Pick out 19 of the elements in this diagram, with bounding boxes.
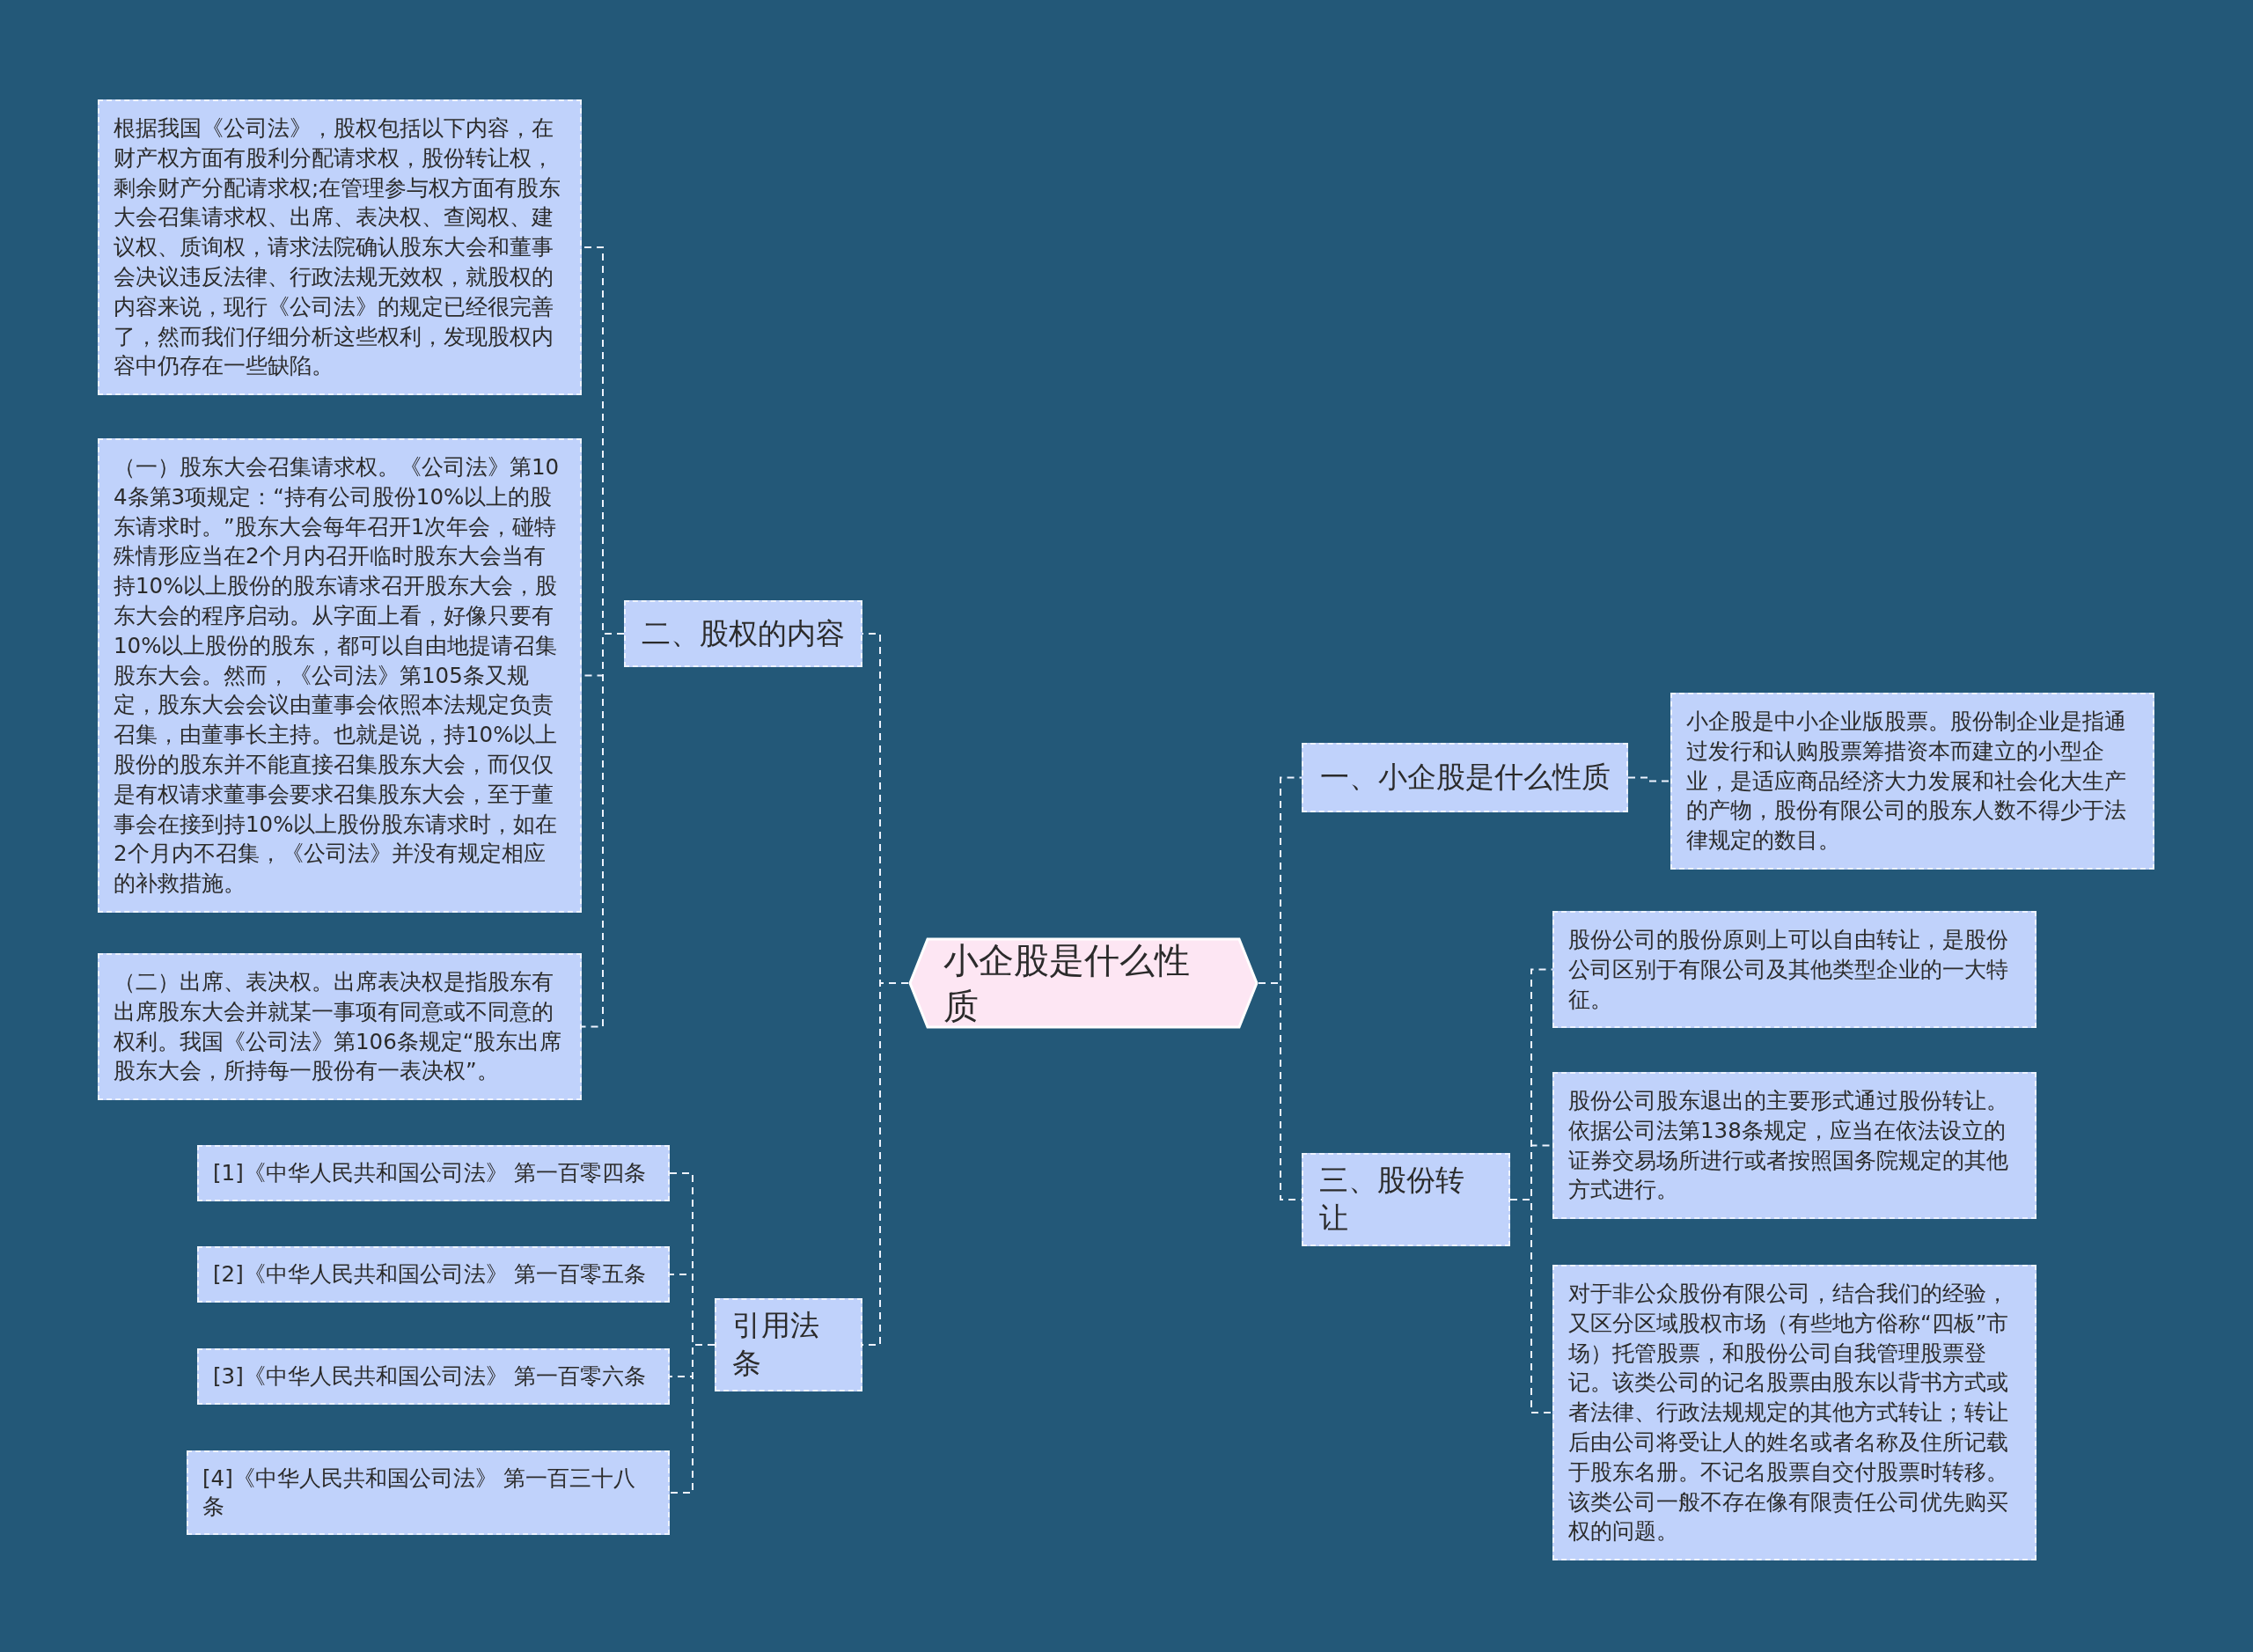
topic-box: 三、股份转让 xyxy=(1302,1153,1510,1246)
reference-box: [3]《中华人民共和国公司法》 第一百零六条 xyxy=(197,1348,670,1405)
note-box: （二）出席、表决权。出席表决权是指股东有出席股东大会并就某一事项有同意或不同意的权利。我国《公司法》第106条规定“股东出席股东大会，所持每一股份有一表决权”。 xyxy=(98,953,582,1101)
reference-box: [4]《中华人民共和国公司法》 第一百三十八条 xyxy=(187,1450,670,1535)
note-box: 对于非公众股份有限公司，结合我们的经验，又区分区域股权市场（有些地方俗称“四板”市场）托管股票，和股份公司自我管理股票登记。该类公司的记名股票由股东以背书方式或者法律、行政法规规定的其他方式转让；转让后由公司将受让人的姓名或者名称及住所记载于股东名册。不记名股票自交付股票时转移。该类公司一般不存在像有限责任公司优先购买权的问题。 xyxy=(1552,1265,2037,1561)
topic-box: 二、股权的内容 xyxy=(624,600,862,667)
note-box: （一）股东大会召集请求权。《公司法》第104条第3项规定：“持有公司股份10%以上的股东请求时。”股东大会每年召开1次年会，碰特殊情形应当在2个月内召开临时股东大会当有持10%以上股份的股东请求召开股东大会，股东大会的程序启动。从字面上看，好像只要有10%以上股份的股东，都可以自由地提请召集股东大会。然而，《公司法》第105条又规定，股东大会会议由董事会依照本法规定负责召集，由董事长主持。也就是说，持10%以上股份的股东并不能直接召集股东大会，而仅仅是有权请求董事会要求召集股东大会，至于董事会在接到持10%以上股份股东请求时，如在2个月内不召集，《公司法》并没有规定相应的补救措施。 xyxy=(98,438,582,913)
topic-box: 引用法条 xyxy=(715,1298,862,1391)
connector-line xyxy=(1509,1199,1553,1413)
note-box: 股份公司股东退出的主要形式通过股份转让。依据公司法第138条规定，应当在依法设立的证券交易场所进行或者按照国务院规定的其他方式进行。 xyxy=(1552,1072,2037,1220)
note-box: 股份公司的股份原则上可以自由转让，是股份公司区别于有限公司及其他类型企业的一大特征。 xyxy=(1552,911,2037,1029)
note-box: 根据我国《公司法》，股权包括以下内容，在财产权方面有股利分配请求权，股份转让权，剩余财产分配请求权;在管理参与权方面有股东大会召集请求权、出席、表决权、查阅权、建议权、质询权，请求法院确认股东大会和董事会决议违反法律、行政法规无效权，就股权的内容来说，现行《公司法》的规定已经很完善了，然而我们仔细分析这些权利，发现股权内容中仍存在一些缺陷。 xyxy=(98,99,582,396)
connector-line xyxy=(1627,776,1671,782)
topic-box: 一、小企股是什么性质 xyxy=(1302,743,1628,812)
reference-box: [2]《中华人民共和国公司法》 第一百零五条 xyxy=(197,1246,670,1303)
note-box: 小企股是中小企业版股票。股份制企业是指通过发行和认购股票筹措资本而建立的小型企业，是适应商品经济大力发展和社会化大生产的产物，股份有限公司的股东人数不得少于法律规定的数目。 xyxy=(1670,693,2154,870)
connector-line xyxy=(669,1344,716,1494)
central-topic: 小企股是什么性质 xyxy=(908,937,1259,1029)
reference-box: [1]《中华人民共和国公司法》 第一百零四条 xyxy=(197,1145,670,1201)
